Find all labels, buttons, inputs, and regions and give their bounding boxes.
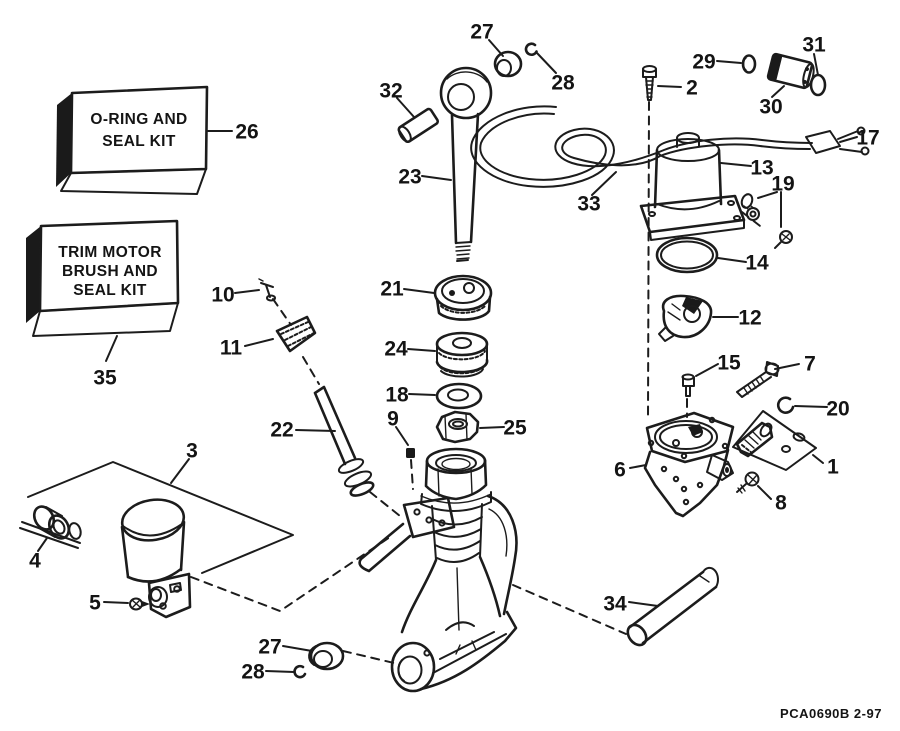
- part-29-ring: [741, 54, 757, 74]
- part-28-ring-bottom: [293, 664, 307, 679]
- part-31-oring: [809, 73, 827, 97]
- callout-21: 21: [380, 278, 404, 301]
- callout-19: 19: [771, 173, 794, 196]
- part-trim-motor-lower: [120, 498, 192, 619]
- part-15-bolt: [681, 373, 695, 397]
- callout-27-bottom: 27: [258, 636, 281, 659]
- callout-8: 8: [775, 492, 787, 515]
- callout-24: 24: [384, 338, 408, 361]
- part-30-valve-cylinder: [766, 52, 815, 90]
- callout-23: 23: [398, 166, 421, 189]
- kit-box-oring-seal: O-RING AND SEAL KIT: [56, 85, 209, 195]
- part-20-ring: [776, 396, 795, 414]
- part-6-pump-manifold: [643, 411, 735, 518]
- callout-9: 9: [387, 408, 399, 431]
- kit-box-35-label-line3: SEAL KIT: [73, 282, 147, 299]
- part-13-trim-motor-upper: [639, 132, 746, 241]
- part-18-washer: [435, 382, 483, 410]
- kit-box-35-label-line2: BRUSH AND: [62, 263, 158, 280]
- callout-26: 26: [235, 121, 258, 144]
- callout-17: 17: [856, 127, 879, 150]
- callout-10: 10: [211, 284, 234, 307]
- part-8-screw: [736, 471, 760, 494]
- part-10-valve-stem: [258, 278, 276, 302]
- kit-box-26-label-line2: SEAL KIT: [102, 133, 176, 150]
- callout-1: 1: [827, 456, 839, 479]
- part-27-cap-top: [493, 50, 523, 78]
- part-22-rod: [313, 385, 375, 497]
- part-23-piston-rod: [439, 66, 493, 262]
- part-1-gasket-plate: [732, 410, 817, 471]
- callout-18: 18: [385, 384, 409, 407]
- callout-11: 11: [220, 337, 243, 360]
- callout-14: 14: [745, 252, 769, 275]
- callout-12: 12: [738, 307, 761, 330]
- callout-25: 25: [503, 417, 527, 440]
- part-27-seal-bottom: [308, 641, 345, 671]
- part-5-screw: [129, 597, 150, 611]
- callout-32: 32: [379, 80, 402, 103]
- part-34-pivot-pin: [626, 566, 719, 647]
- part-25-nut: [435, 410, 480, 444]
- callout-3: 3: [186, 440, 198, 463]
- kit-box-26-label-line1: O-RING AND: [90, 111, 187, 128]
- callout-13: 13: [750, 157, 773, 180]
- part-4-bushing: [32, 505, 82, 540]
- callout-28-top: 28: [551, 72, 575, 95]
- part-32-pin: [397, 107, 439, 144]
- callout-5: 5: [89, 592, 101, 615]
- kit-box-trim-motor: TRIM MOTOR BRUSH AND SEAL KIT: [26, 219, 180, 337]
- callout-31: 31: [802, 34, 826, 57]
- part-17-connector: [805, 126, 870, 156]
- callout-7: 7: [804, 353, 816, 376]
- callout-20: 20: [826, 398, 849, 421]
- callout-22: 22: [270, 419, 293, 442]
- callout-30: 30: [759, 96, 782, 119]
- part-14-oring: [655, 236, 719, 274]
- callout-34: 34: [603, 593, 627, 616]
- callout-27-top: 27: [470, 21, 493, 44]
- part-28-ring-top: [524, 42, 538, 56]
- part-7-bolt: [736, 361, 780, 398]
- callout-4: 4: [29, 550, 41, 573]
- part-12-pump-filter: [658, 294, 713, 342]
- callout-15: 15: [717, 352, 741, 375]
- part-19-clip-and-screw: [740, 193, 793, 249]
- diagram-code: PCA0690B 2-97: [780, 706, 882, 721]
- part-9-square-nut: [406, 448, 415, 458]
- part-21-reservoir-cap: [433, 274, 493, 321]
- part-33-cable-harness: [470, 105, 813, 188]
- callout-6: 6: [614, 459, 626, 482]
- part-cylinder-housing: [358, 447, 518, 693]
- part-11-ribbed-plug: [275, 315, 317, 353]
- part-24-piston-assembly: [435, 331, 489, 378]
- callout-leader-lines: [37, 39, 858, 673]
- callout-2: 2: [686, 77, 698, 100]
- assembly-alignment-dashes: [190, 101, 765, 664]
- callout-29: 29: [692, 51, 715, 74]
- callout-28-bottom: 28: [241, 661, 265, 684]
- part-2-bolt: [642, 65, 657, 101]
- callout-33: 33: [577, 193, 600, 216]
- kit-box-35-label-line1: TRIM MOTOR: [58, 244, 162, 261]
- callout-35: 35: [93, 367, 117, 390]
